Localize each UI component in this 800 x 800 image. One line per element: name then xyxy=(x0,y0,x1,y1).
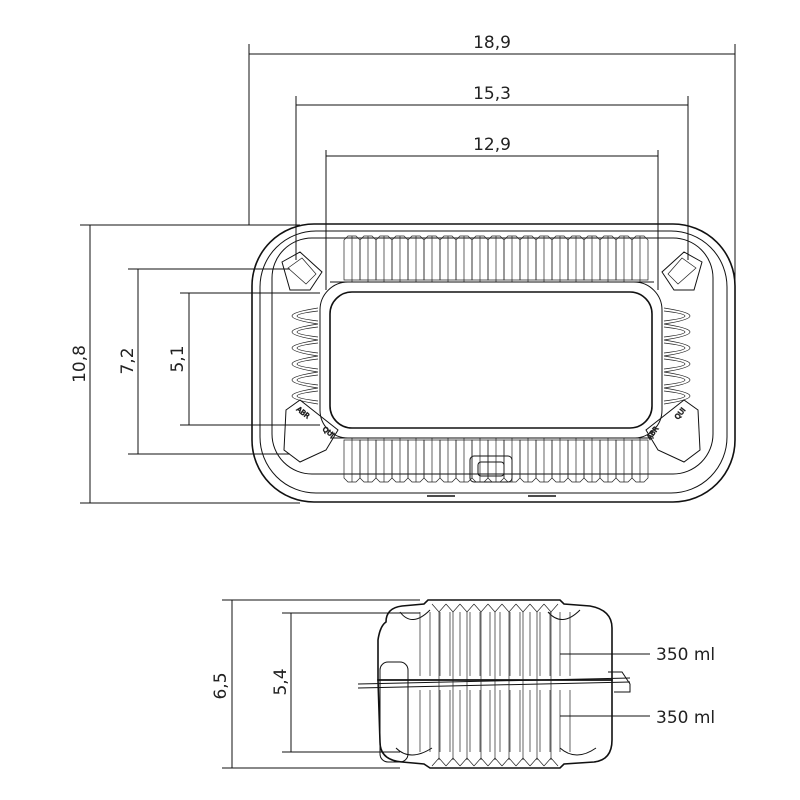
side-ribs xyxy=(419,603,571,767)
rib xyxy=(663,355,691,373)
rib xyxy=(445,603,461,613)
rib xyxy=(663,323,691,341)
rib xyxy=(296,326,319,338)
rib xyxy=(291,323,319,341)
dim-label-18-9: 18,9 xyxy=(473,33,511,53)
embossed-label-abr-left: ABR xyxy=(295,405,311,420)
rib xyxy=(445,757,461,767)
dim-label-10-8: 10,8 xyxy=(70,345,90,383)
rib xyxy=(663,339,691,357)
embossed-label-abr-right: ABR xyxy=(645,425,660,441)
dim-label-6-5: 6,5 xyxy=(211,672,231,699)
rib xyxy=(663,374,686,386)
rib xyxy=(631,439,649,483)
corner-clip-bottom-right: ABR QUI xyxy=(645,399,701,463)
rib xyxy=(663,371,691,389)
dim-width-inner: 12,9 xyxy=(325,135,659,290)
dim-label-5-4: 5,4 xyxy=(271,668,291,695)
rib xyxy=(663,326,686,338)
rib xyxy=(515,757,531,767)
dim-label-5-1: 5,1 xyxy=(168,345,188,372)
rib xyxy=(473,757,489,767)
rib xyxy=(291,387,319,405)
dim-width-mid: 15,3 xyxy=(295,84,689,260)
dim-height-54: 5,4 xyxy=(271,612,420,753)
rib xyxy=(487,603,503,613)
rib xyxy=(663,387,691,405)
dim-height-65: 6,5 xyxy=(211,599,420,769)
lower-capacity-label: 350 ml xyxy=(656,708,715,728)
upper-capacity-label: 350 ml xyxy=(656,645,715,665)
side-view: 6,5 5,4 350 ml xyxy=(211,599,715,769)
rib xyxy=(543,757,559,767)
corner-clip-top-left xyxy=(281,251,323,291)
rib xyxy=(529,603,545,613)
rib xyxy=(663,390,686,402)
dim-label-12-9: 12,9 xyxy=(473,135,511,155)
rib xyxy=(529,757,545,767)
rib xyxy=(291,339,319,357)
rib xyxy=(515,603,531,613)
ribs-left xyxy=(291,307,319,405)
rib xyxy=(501,603,517,613)
dim-height-inner: 5,1 xyxy=(168,292,320,426)
dim-height-mid: 7,2 xyxy=(118,268,290,455)
rib xyxy=(291,371,319,389)
rib xyxy=(296,358,319,370)
dim-label-15-3: 15,3 xyxy=(473,84,511,104)
capacity-upper: 350 ml xyxy=(560,645,715,665)
rib xyxy=(631,235,649,281)
rib xyxy=(291,355,319,373)
rib xyxy=(296,390,319,402)
rib xyxy=(663,358,686,370)
container-top-outline xyxy=(251,223,736,503)
rib xyxy=(296,374,319,386)
rib xyxy=(296,310,319,322)
ribs-bottom xyxy=(330,437,654,483)
embossed-label-qui-right: QUI xyxy=(673,406,687,421)
rib xyxy=(501,757,517,767)
rib xyxy=(459,603,475,613)
corner-clip-top-right xyxy=(661,251,703,291)
dim-height-outer: 10,8 xyxy=(70,224,300,504)
top-view: 18,9 15,3 12,9 10,8 7,2 xyxy=(70,33,736,504)
rib xyxy=(663,310,686,322)
rib xyxy=(487,757,503,767)
capacity-lower: 350 ml xyxy=(560,708,715,728)
rib xyxy=(663,307,691,325)
ribs-right xyxy=(663,307,691,405)
rib xyxy=(296,342,319,354)
rib xyxy=(431,603,447,613)
rib xyxy=(291,307,319,325)
dim-label-7-2: 7,2 xyxy=(118,347,138,374)
dim-width-outer: 18,9 xyxy=(248,33,736,300)
rib xyxy=(543,603,559,613)
container-side-outline xyxy=(357,599,631,769)
rib xyxy=(663,342,686,354)
rib xyxy=(431,757,447,767)
ribs-top xyxy=(330,235,654,283)
rib xyxy=(459,757,475,767)
rib xyxy=(473,603,489,613)
